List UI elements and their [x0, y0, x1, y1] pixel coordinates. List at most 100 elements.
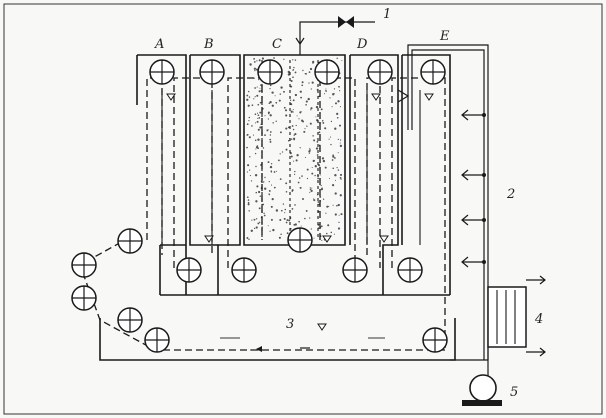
stipple-dot — [293, 138, 296, 141]
stipple-dot — [336, 204, 338, 207]
roller — [342, 257, 368, 283]
stipple-dot — [317, 201, 320, 203]
stipple-dot — [299, 90, 302, 93]
stipple-dot — [259, 111, 262, 114]
stipple-dot — [292, 99, 295, 102]
stipple-dot — [285, 127, 288, 130]
stipple-dot — [292, 69, 294, 71]
stipple-dot — [337, 152, 339, 154]
stipple-dot — [253, 227, 256, 230]
stipple-dot — [255, 226, 258, 229]
stipple-dot — [287, 126, 290, 129]
stipple-dot — [258, 190, 261, 194]
stipple-dot — [291, 125, 294, 127]
stipple-dot — [258, 59, 261, 62]
stipple-dot — [250, 180, 253, 182]
stipple-dot — [290, 85, 293, 88]
trough-3 — [99, 318, 456, 361]
stipple-dot — [257, 128, 260, 131]
stipple-dot — [259, 84, 262, 86]
stipple-dot — [256, 86, 258, 88]
outer-frame — [3, 3, 603, 415]
stipple-dot — [310, 107, 313, 110]
stipple-dot — [328, 177, 331, 179]
stipple-dot — [248, 116, 251, 119]
stipple-dot — [334, 127, 337, 130]
stipple-dot — [269, 88, 271, 90]
stipple-dot — [284, 208, 287, 211]
stipple-dot — [262, 181, 265, 183]
stipple-dot — [253, 61, 256, 63]
stipple-dot — [257, 103, 260, 106]
stipple-dot — [308, 150, 311, 153]
stipple-dot — [327, 224, 330, 227]
stipple-dot — [306, 168, 309, 171]
stipple-dot — [253, 98, 255, 100]
stipple-dot — [246, 237, 249, 239]
stipple-dot — [259, 126, 262, 129]
stipple-dot — [264, 134, 266, 136]
label-part-4: 4 — [534, 312, 543, 327]
stipple-dot — [339, 90, 341, 92]
stipple-dot — [269, 84, 272, 87]
stipple-dot — [281, 151, 284, 153]
stipple-dot — [252, 134, 255, 136]
stipple-dot — [254, 113, 257, 115]
stipple-dot — [264, 187, 267, 190]
stipple-dot — [310, 88, 312, 90]
stipple-dot — [308, 152, 310, 154]
stipple-dot — [295, 159, 298, 162]
stipple-dot — [294, 59, 297, 61]
stipple-dot — [269, 230, 271, 232]
stipple-dot — [316, 141, 319, 143]
stipple-dot — [324, 93, 326, 95]
level-markers — [166, 93, 434, 331]
stipple-dot — [306, 177, 309, 180]
stipple-dot — [322, 159, 326, 163]
stipple-dot — [329, 97, 331, 99]
stipple-dot — [331, 159, 334, 161]
stipple-dot — [290, 138, 293, 140]
stipple-dot — [328, 138, 330, 140]
stipple-dot — [262, 147, 265, 149]
stipple-dot — [320, 184, 322, 187]
roller — [422, 327, 448, 353]
stipple-dot — [271, 198, 274, 201]
stipple-dot — [263, 212, 265, 214]
stipple-dot — [255, 165, 257, 168]
stipple-dot — [298, 118, 300, 120]
stipple-dot — [304, 156, 306, 158]
stipple-dot — [269, 114, 272, 117]
stipple-dot — [248, 136, 251, 139]
stipple-dot — [333, 88, 336, 90]
stipple-dot — [320, 188, 324, 191]
stipple-dot — [337, 138, 339, 141]
stipple-dot — [273, 186, 276, 189]
stipple-dot — [275, 170, 277, 172]
stipple-dot — [250, 229, 253, 232]
stipple-dot — [293, 160, 295, 162]
stipple-dot — [300, 96, 303, 99]
stipple-dot — [257, 222, 260, 225]
stipple-dot — [288, 219, 291, 222]
stipple-dot — [275, 120, 277, 123]
stipple-dot — [246, 146, 248, 149]
stipple-dot — [294, 223, 297, 226]
stipple-dot — [260, 164, 262, 166]
label-tank-a: A — [154, 37, 164, 52]
stipple-dot — [249, 175, 251, 177]
stipple-dot — [319, 174, 321, 176]
stipple-dot — [251, 104, 254, 107]
stipple-dot — [283, 106, 286, 109]
stipple-dot — [246, 134, 248, 136]
stipple-dot — [290, 110, 293, 113]
stipple-dot — [251, 219, 253, 221]
stipple-dot — [255, 191, 257, 194]
stipple-dot — [318, 121, 321, 124]
stipple-dot — [292, 76, 294, 79]
stipple-dot — [285, 191, 288, 193]
stipple-dot — [255, 200, 258, 203]
stipple-dot — [254, 96, 256, 98]
roller — [420, 59, 446, 85]
